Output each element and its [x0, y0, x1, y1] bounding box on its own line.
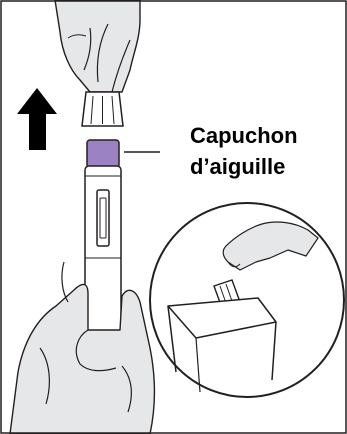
upper-hand — [55, 0, 140, 92]
needle-cap-removed — [82, 92, 123, 126]
lower-hand — [10, 262, 155, 434]
disposal-inset — [150, 203, 344, 397]
needle-cap-label-line1: Capuchon — [190, 120, 298, 151]
up-arrow-icon — [17, 88, 57, 150]
needle-cap-label: Capuchon d’aiguille — [190, 120, 298, 182]
pen-injector — [85, 140, 121, 357]
needle-cap-label-line2: d’aiguille — [190, 151, 298, 182]
